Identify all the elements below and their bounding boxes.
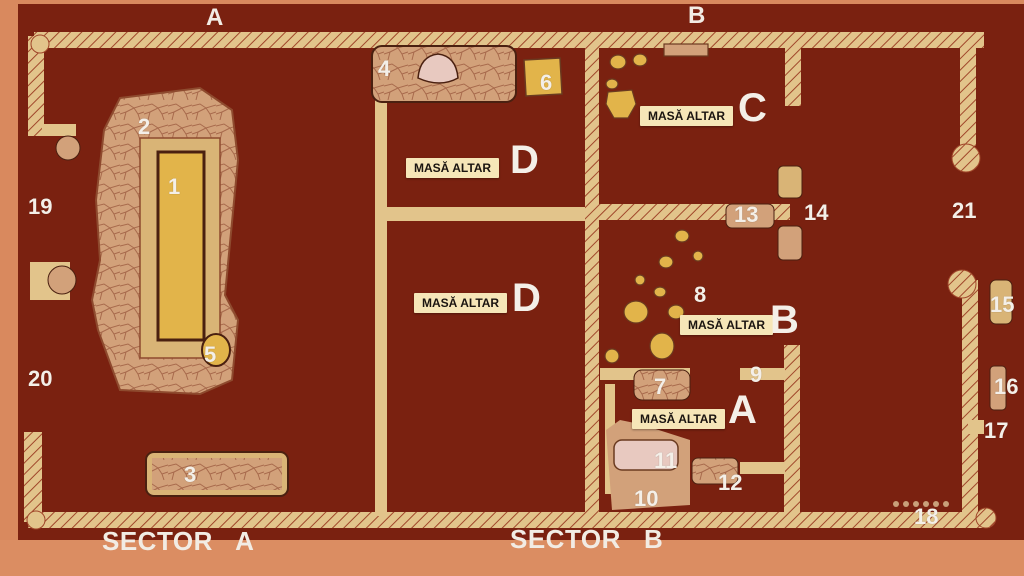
left-stub-upper: [42, 124, 76, 136]
left-wall-upper: [28, 36, 44, 136]
left-doorway-features: [47, 135, 81, 295]
altar-label-d-upper: MASĂ ALTAR: [406, 158, 500, 178]
left-wall-lower: [24, 432, 42, 522]
feature-number-7: 7: [654, 374, 667, 399]
feature-platform-1: [90, 86, 240, 396]
right-wall-lower: [962, 280, 978, 520]
feature-number-2: 2: [138, 114, 151, 139]
feature-number-12: 12: [718, 470, 743, 495]
sector-label-b: SECTOR B: [510, 524, 664, 554]
altar-letter-c: C: [738, 86, 767, 130]
top-label-right: B: [688, 2, 706, 29]
sector-label-a: SECTOR A: [102, 526, 255, 556]
feature-number-9: 9: [750, 362, 763, 387]
inner-wall-c: [785, 46, 801, 106]
altar-letter-b: B: [770, 298, 799, 342]
feature-4-vessel-platform: [371, 45, 517, 103]
altar-label-b: MASĂ ALTAR: [680, 315, 774, 335]
feature-number-14: 14: [804, 200, 829, 225]
feature-number-3: 3: [184, 462, 197, 487]
inner-wall-b: [784, 345, 800, 515]
stone-features-7-13-14: [633, 165, 1013, 411]
feature-number-10: 10: [634, 486, 659, 511]
right-wall-upper: [960, 36, 976, 146]
feature-number-4: 4: [378, 56, 391, 81]
feature-6: [523, 57, 563, 97]
feature-number-21: 21: [952, 198, 977, 223]
feature-5-pot: [201, 333, 231, 367]
altar-label-a: MASĂ ALTAR: [632, 409, 726, 429]
feature-3-stone-cist: [145, 451, 289, 497]
altar-label-c: MASĂ ALTAR: [640, 106, 734, 126]
feature-number-19: 19: [28, 194, 53, 219]
altar-letter-d-lower: D: [512, 276, 541, 320]
feature-18-row: [893, 501, 949, 507]
feature-number-11: 11: [654, 448, 678, 473]
top-label-left: A: [206, 4, 224, 31]
top-wall: [34, 32, 984, 48]
feature-number-20: 20: [28, 366, 53, 391]
pottery-vessels: [604, 43, 709, 364]
feature-number-16: 16: [994, 374, 1019, 399]
feature-number-13: 13: [734, 202, 759, 227]
altar-letter-d-upper: D: [510, 138, 539, 182]
feature-number-15: 15: [990, 292, 1015, 317]
feature-number-5: 5: [204, 342, 217, 367]
feature-number-6: 6: [540, 70, 553, 95]
bottom-wall: [28, 512, 990, 528]
feature-number-1: 1: [168, 174, 181, 199]
sector-divider-wall: [585, 46, 599, 516]
features-10-11-12: [606, 420, 739, 510]
feature-number-17: 17: [984, 418, 1009, 443]
altar-letter-a: A: [728, 388, 757, 432]
bottom-strip: [0, 540, 1024, 576]
altar-label-d-lower: MASĂ ALTAR: [414, 293, 508, 313]
feature-number-8: 8: [694, 282, 707, 307]
feature-number-18: 18: [914, 504, 939, 529]
